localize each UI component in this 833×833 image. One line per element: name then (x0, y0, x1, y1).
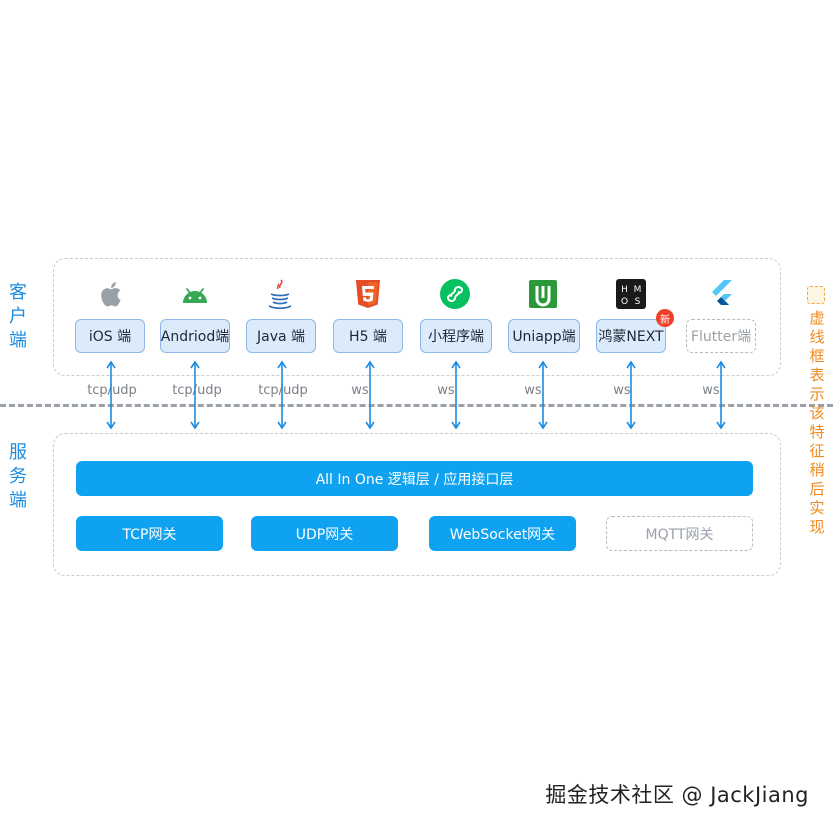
arrow-h5 (365, 360, 375, 430)
mini-program-icon (437, 276, 473, 312)
html5-icon (350, 276, 386, 312)
server-side-label: 服务端 (9, 442, 27, 511)
server-group-box (53, 433, 781, 576)
java-icon (262, 276, 298, 312)
svg-text:O: O (621, 297, 628, 307)
arrow-flutter (716, 360, 726, 430)
gateway-udp: UDP网关 (251, 516, 398, 551)
protocol-label-java: tcp/udp (258, 383, 308, 398)
gateway-tcp: TCP网关 (76, 516, 223, 551)
svg-text:S: S (635, 297, 641, 307)
client-server-divider (0, 404, 833, 407)
arrow-android (190, 360, 200, 430)
protocol-label-h5: ws (351, 383, 369, 398)
uniapp-icon (525, 276, 561, 312)
arrow-ios (106, 360, 116, 430)
client-side-label: 客户端 (9, 282, 27, 351)
logic-layer-bar: All In One 逻辑层 / 应用接口层 (76, 461, 753, 496)
client-h5: H5 端 (333, 319, 403, 353)
flutter-icon (703, 276, 739, 312)
client-android: Andriod端 (160, 319, 230, 353)
arrow-hmos (626, 360, 636, 430)
client-group-box (53, 258, 781, 376)
protocol-label-ios: tcp/udp (87, 383, 137, 398)
gateway-mqtt-planned: MQTT网关 (606, 516, 753, 551)
protocol-label-flutter: ws (702, 383, 720, 398)
source-watermark: 掘金技术社区 @ JackJiang (545, 783, 809, 807)
arrow-mini-program (451, 360, 461, 430)
legend-text: 虚线框表示该特征稍后实现 (809, 309, 825, 536)
client-hmos: 鸿蒙NEXT (596, 319, 666, 353)
legend-dashed-swatch (807, 286, 825, 304)
client-ios: iOS 端 (75, 319, 145, 353)
client-uniapp: Uniapp端 (508, 319, 580, 353)
arrow-uniapp (538, 360, 548, 430)
protocol-label-mini-program: ws (437, 383, 455, 398)
svg-text:M: M (634, 285, 642, 295)
apple-icon (93, 276, 129, 312)
gateway-websocket: WebSocket网关 (429, 516, 576, 551)
protocol-label-android: tcp/udp (172, 383, 222, 398)
protocol-label-uniapp: ws (524, 383, 542, 398)
android-icon (177, 276, 213, 312)
client-java: Java 端 (246, 319, 316, 353)
svg-text:H: H (621, 285, 628, 295)
arrow-java (277, 360, 287, 430)
new-badge: 新 (656, 309, 674, 327)
client-mini-program: 小程序端 (420, 319, 492, 353)
protocol-label-hmos: ws (613, 383, 631, 398)
client-flutter-planned: Flutter端 (686, 319, 756, 353)
